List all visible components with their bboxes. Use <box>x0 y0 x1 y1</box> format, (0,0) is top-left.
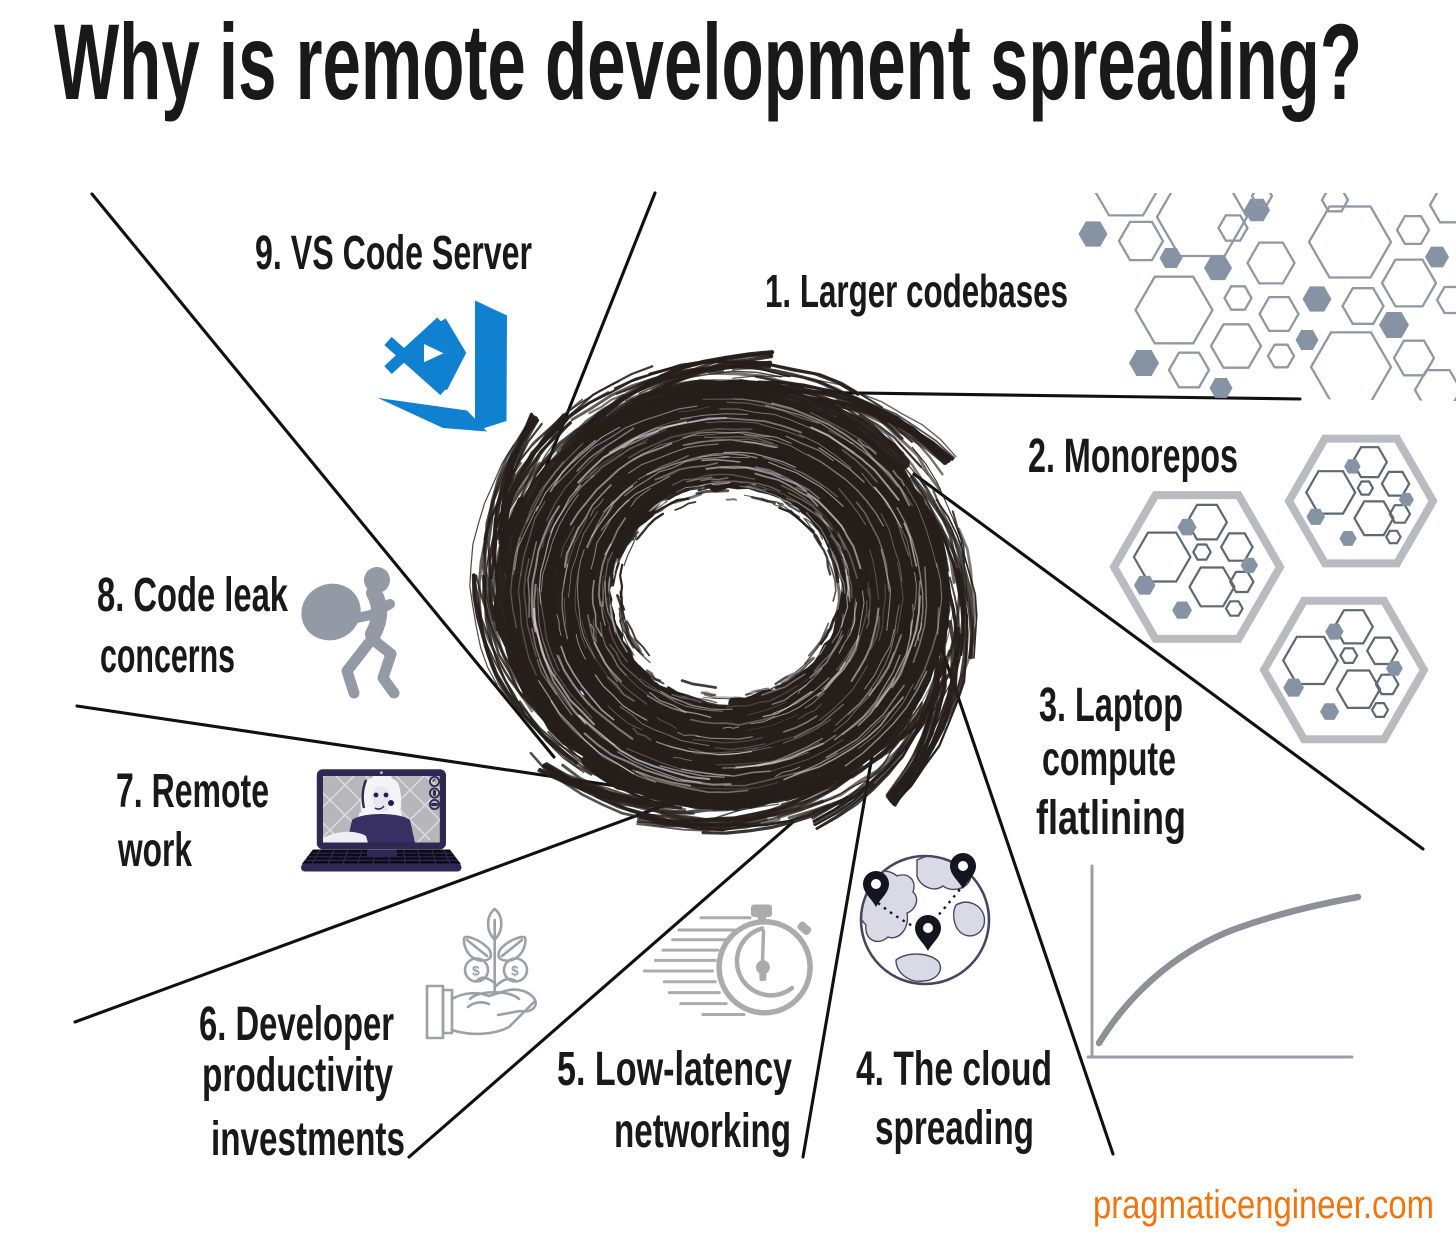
svg-text:work: work <box>117 824 192 877</box>
svg-text:7. Remote: 7. Remote <box>116 765 269 818</box>
svg-text:flatlining: flatlining <box>1036 792 1186 845</box>
svg-text:$: $ <box>472 963 480 979</box>
svg-text:concerns: concerns <box>100 630 235 683</box>
svg-text:4. The cloud: 4. The cloud <box>856 1043 1052 1096</box>
svg-text:8. Code leak: 8. Code leak <box>97 569 288 622</box>
svg-text:$: $ <box>511 963 519 979</box>
svg-text:pragmaticengineer.com: pragmaticengineer.com <box>1093 1183 1434 1227</box>
svg-text:2. Monorepos: 2. Monorepos <box>1028 430 1238 483</box>
svg-text:compute: compute <box>1042 733 1176 786</box>
svg-text:Why is remote development spre: Why is remote development spreading? <box>54 1 1362 122</box>
svg-text:3. Laptop: 3. Laptop <box>1039 679 1183 732</box>
svg-text:1. Larger codebases: 1. Larger codebases <box>765 265 1068 317</box>
svg-text:investments: investments <box>211 1113 405 1166</box>
svg-text:9. VS Code Server: 9. VS Code Server <box>255 227 532 280</box>
svg-text:networking: networking <box>614 1105 791 1158</box>
svg-text:5. Low-latency: 5. Low-latency <box>557 1043 792 1096</box>
svg-text:productivity: productivity <box>202 1049 393 1102</box>
svg-text:6. Developer: 6. Developer <box>199 998 394 1051</box>
svg-text:spreading: spreading <box>875 1102 1034 1155</box>
